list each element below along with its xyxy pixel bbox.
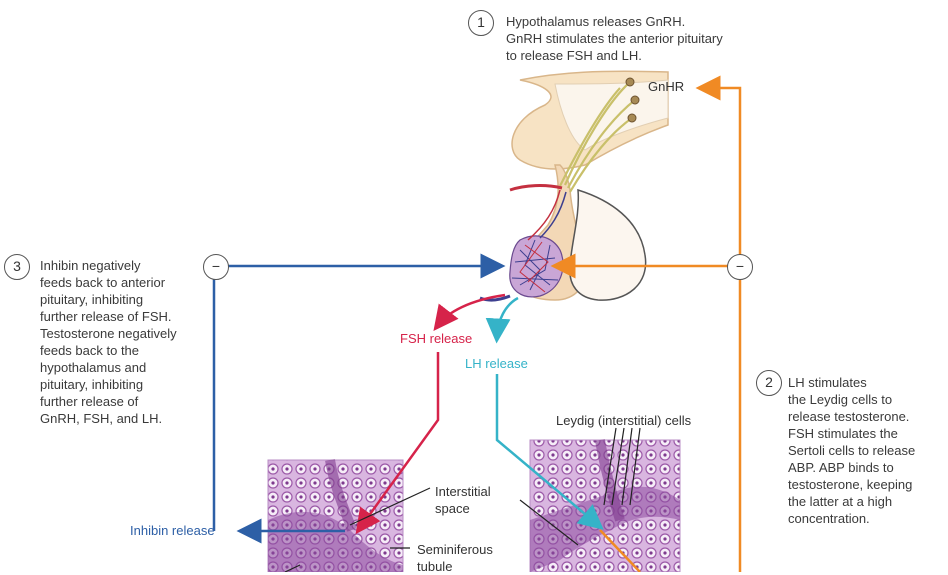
inhibin-minus-sign: − [203, 254, 229, 280]
lh-release-label: LH release [465, 356, 528, 371]
interstitial-space-label: Interstitial space [435, 484, 491, 516]
step-1-badge: 1 [468, 10, 494, 36]
seminiferous-tubule-label: Seminiferous tubule [417, 542, 493, 574]
lh-release-arrow [485, 296, 604, 530]
seminiferous-tissue-left [267, 459, 404, 572]
hypothalamus-pituitary-illustration [479, 70, 669, 302]
step-2-badge: 2 [756, 370, 782, 396]
gnhr-label: GnHR [648, 79, 685, 94]
step-3-badge: 3 [4, 254, 30, 280]
inhibin-release-label: Inhibin release [130, 523, 215, 538]
step-3-text: Inhibin negatively feeds back to anterio… [40, 258, 177, 426]
step-1-text: Hypothalamus releases GnRH. GnRH stimula… [506, 14, 723, 63]
label-leader-lines [284, 427, 641, 572]
fsh-release-arrow [355, 293, 506, 535]
seminiferous-tissue-right [529, 439, 681, 572]
testosterone-minus-sign: − [727, 254, 753, 280]
leydig-cells-label: Leydig (interstitial) cells [556, 413, 692, 428]
fsh-release-label: FSH release [400, 331, 473, 346]
testosterone-feedback-arrow [550, 75, 742, 572]
step-2-text: LH stimulates the Leydig cells to releas… [788, 375, 916, 526]
